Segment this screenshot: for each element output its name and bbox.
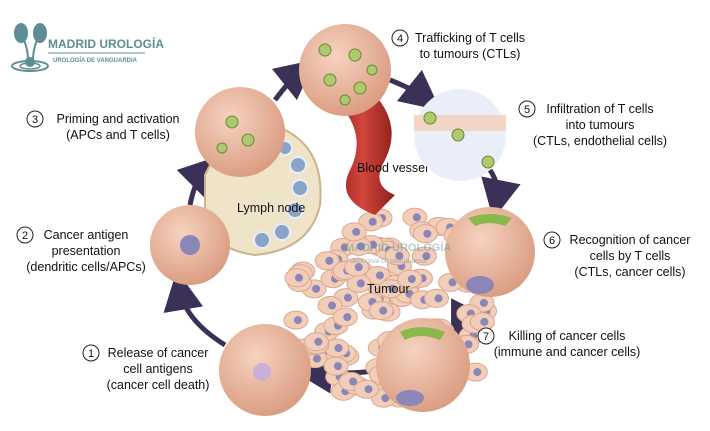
tumour-cell-nucleus [354, 263, 363, 272]
step-number: 2 [22, 230, 28, 242]
step-6-illustration [445, 207, 535, 297]
tumour-cell-nucleus [395, 251, 404, 260]
watermark-name: MADRID UROLOGÍA [345, 241, 451, 254]
tumour-cell-nucleus [313, 354, 322, 363]
tumour-label: Tumour [367, 282, 410, 296]
tumour-cell-nucleus [334, 343, 343, 352]
step-number-badge [26, 110, 44, 128]
step-number-badge [543, 231, 561, 249]
tumour-cell-nucleus [293, 316, 302, 325]
step-7-label: 7 Killing of cancer cells (immune and canc… [477, 327, 641, 359]
tumour-cell-nucleus [368, 217, 377, 226]
step-number-badge [518, 100, 536, 118]
tumour-cell-nucleus [333, 362, 342, 371]
step-2-label: 2 Cancer antigen presentation (dendritic ce… [16, 226, 146, 274]
step-label-line: cells by T cells [590, 249, 671, 263]
watermark: MADRID UROLOGÍA UROLOGÍA DE VANGUARDIA [345, 241, 451, 265]
step-number: 3 [32, 114, 38, 126]
step-number-badge [391, 29, 409, 47]
tumour-cell-nucleus [423, 229, 432, 238]
tumour-cell-nucleus [388, 284, 397, 293]
step-label-line: Priming and activation [57, 112, 180, 126]
step-illustrations: Tumour [150, 24, 535, 416]
step-number: 7 [483, 331, 489, 343]
lymph-node-label: Lymph node [237, 201, 305, 215]
step-label-line: (dendritic cells/APCs) [26, 260, 145, 274]
step-4-label: 4 Trafficking of T cells to tumours (CTLs) [391, 29, 525, 61]
step-6-label: 6 Recognition of cancer cells by T cells (C… [543, 231, 691, 279]
tumour-cell-nucleus [464, 340, 473, 349]
step-label-line: (CTLs, endothelial cells) [533, 134, 667, 148]
tumour-cell-nucleus [480, 317, 489, 326]
step-label-line: (cancer cell death) [107, 378, 210, 392]
tumour-cell-nucleus [473, 368, 482, 377]
watermark-tagline: UROLOGÍA DE VANGUARDIA [350, 257, 427, 265]
step-number: 4 [397, 33, 403, 45]
tumour-cell-nucleus [407, 275, 416, 284]
tumour-cell-nucleus [434, 294, 443, 303]
step-label-line: (CTLs, cancer cells) [574, 265, 685, 279]
step-label-line: Cancer antigen [44, 228, 129, 242]
kidney-logo-icon [11, 23, 49, 72]
step-number-badge [16, 226, 34, 244]
step-3-illustration [195, 87, 285, 177]
tumour-cell-nucleus [312, 284, 321, 293]
tumour-cell-nucleus [343, 293, 352, 302]
tumour-cell-nucleus [356, 279, 365, 288]
tumour-cell-nucleus [295, 273, 304, 282]
step-label-line: Infiltration of T cells [546, 102, 653, 116]
step-label-line: Killing of cancer cells [509, 329, 626, 343]
tumour-cell-nucleus [379, 306, 388, 315]
step-label-line: Release of cancer [108, 346, 209, 360]
step-label-line: (immune and cancer cells) [494, 345, 641, 359]
tumour-cell-nucleus [328, 301, 337, 310]
logo-tagline: UROLOGÍA DE VANGUARDIA [53, 56, 138, 64]
step-3-label: 3 Priming and activation (APCs and T cells… [26, 110, 180, 142]
tumour-cell-nucleus [352, 227, 361, 236]
tumour-cell-nucleus [375, 271, 384, 280]
tumour-cell-nucleus [364, 385, 373, 394]
step-label-line: Trafficking of T cells [415, 31, 525, 45]
step-number-badge [82, 344, 100, 362]
blood-vessel: Blood vessel [330, 85, 428, 215]
logo: MADRID UROLOGÍA UROLOGÍA DE VANGUARDIA [11, 23, 164, 72]
step-1-label: 1 Release of cancer cell antigens (cancer c… [82, 344, 210, 392]
tumour-cell-nucleus [349, 377, 358, 386]
tumour-cell-nucleus [448, 278, 457, 287]
step-number: 6 [549, 235, 555, 247]
step-label-line: Recognition of cancer [570, 233, 691, 247]
step-label-line: cell antigens [123, 362, 193, 376]
step-label-line: to tumours (CTLs) [420, 47, 521, 61]
step-number: 1 [88, 348, 94, 360]
step-label-line: into tumours [566, 118, 635, 132]
tumour-cell-nucleus [412, 213, 421, 222]
logo-name: MADRID UROLOGÍA [48, 36, 164, 51]
tumour-cell-nucleus [479, 298, 488, 307]
tumour-cell-nucleus [357, 242, 366, 251]
tumour-cell-nucleus [422, 252, 431, 261]
step-number-badge [477, 327, 495, 345]
tumour-cell-nucleus [343, 313, 352, 322]
tumour-cell-nucleus [314, 337, 323, 346]
step-number: 5 [524, 104, 530, 116]
step-label-line: presentation [52, 244, 121, 258]
blood-vessel-label: Blood vessel [357, 161, 428, 175]
tumour-cell-nucleus [381, 394, 390, 403]
tumour-cell-nucleus [325, 256, 334, 265]
step-7-illustration [376, 318, 470, 412]
step-5-label: 5 Infiltration of T cells into tumours (CTL… [518, 100, 667, 148]
step-label-line: (APCs and T cells) [66, 128, 170, 142]
